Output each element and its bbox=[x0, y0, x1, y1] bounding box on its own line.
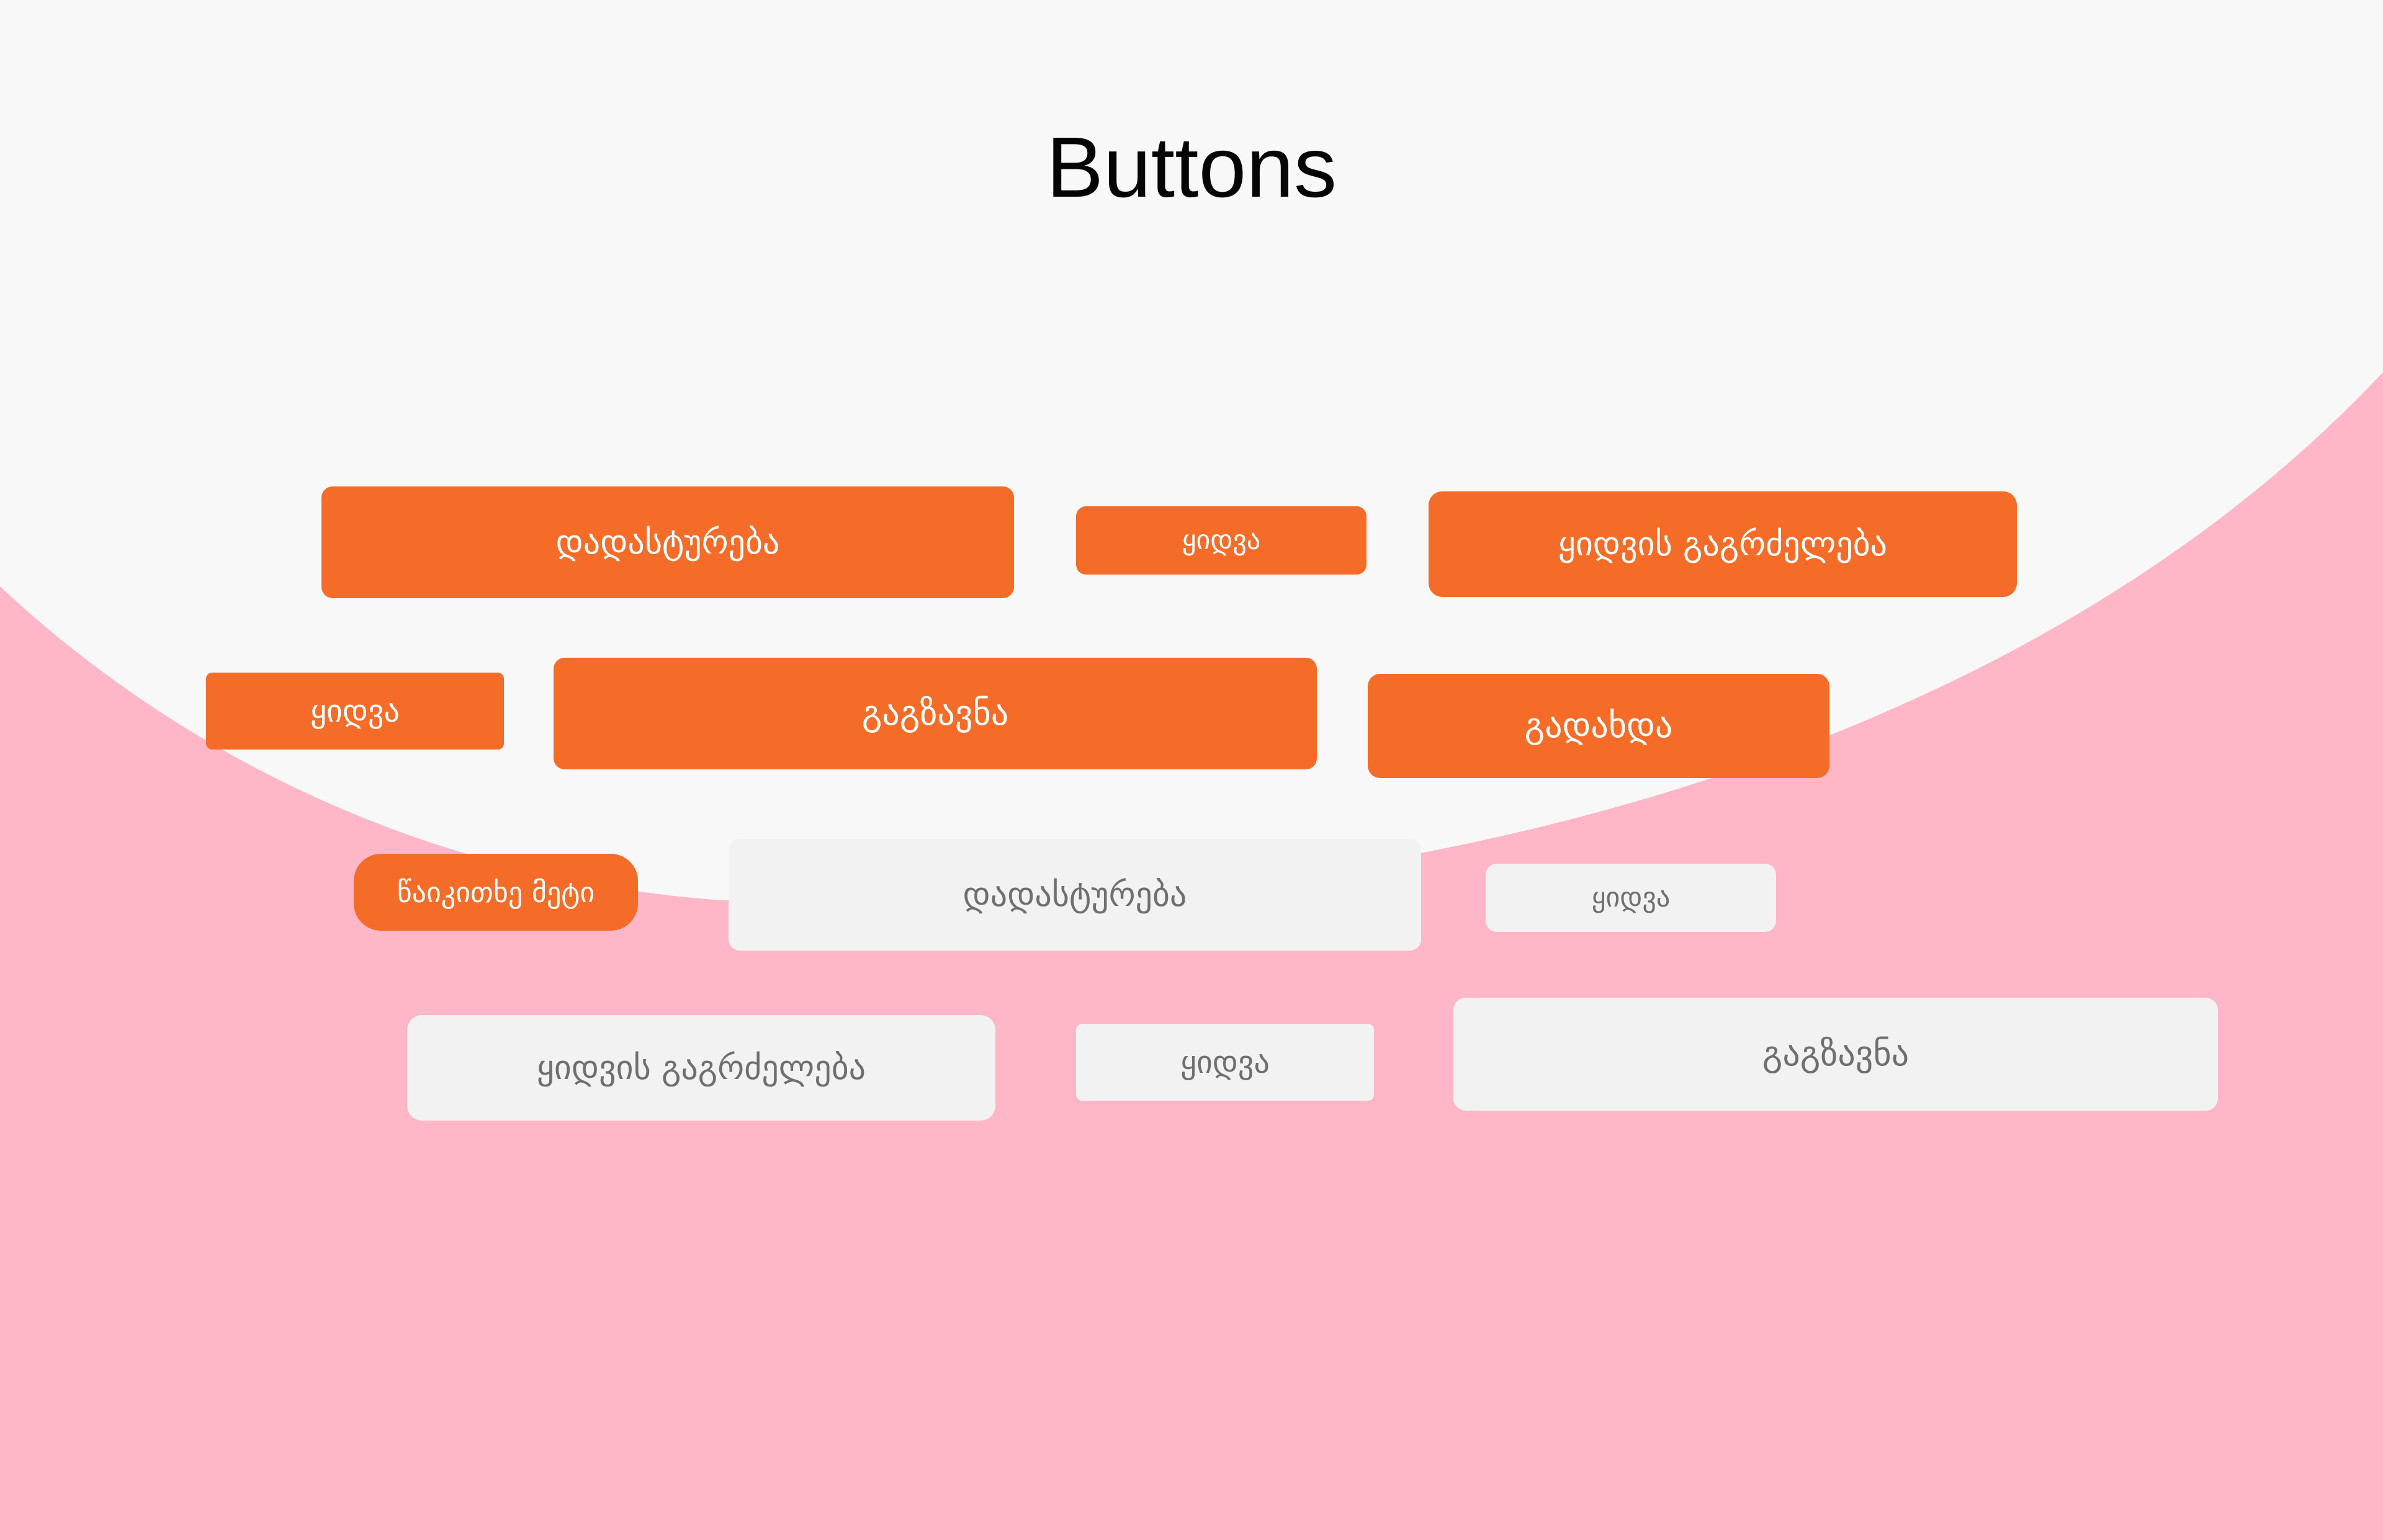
button-label: ყიდვის გაგრძელება bbox=[1558, 524, 1888, 563]
button-label: წაიკითხე მეტი bbox=[397, 875, 595, 909]
button-label: ყიდვა bbox=[310, 693, 400, 729]
button-label: გადახდა bbox=[1524, 705, 1673, 746]
continue-buying-button-secondary[interactable]: ყიდვის გაგრძელება bbox=[407, 1015, 995, 1121]
button-label: დადასტურება bbox=[963, 875, 1187, 914]
button-label: გაგზავნა bbox=[1762, 1034, 1910, 1074]
continue-buying-button-primary[interactable]: ყიდვის გაგრძელება bbox=[1429, 491, 2017, 597]
buy-button-primary-compact[interactable]: ყიდვა bbox=[206, 673, 504, 750]
page-title: Buttons bbox=[1046, 120, 1337, 215]
button-label: ყიდვის გაგრძელება bbox=[536, 1048, 866, 1087]
button-label: გაგზავნა bbox=[861, 693, 1009, 733]
confirm-button-primary-large[interactable]: დადასტურება bbox=[321, 486, 1014, 598]
button-label: დადასტურება bbox=[555, 522, 780, 562]
buy-button-primary-small[interactable]: ყიდვა bbox=[1076, 506, 1367, 575]
confirm-button-secondary[interactable]: დადასტურება bbox=[729, 839, 1421, 951]
buy-button-secondary-compact[interactable]: ყიდვა bbox=[1076, 1024, 1374, 1101]
button-label: ყიდვა bbox=[1180, 1044, 1270, 1080]
read-more-button-primary[interactable]: წაიკითხე მეტი bbox=[354, 854, 638, 931]
buy-button-secondary-small[interactable]: ყიდვა bbox=[1486, 864, 1776, 932]
send-button-secondary[interactable]: გაგზავნა bbox=[1453, 998, 2218, 1111]
pay-button-primary[interactable]: გადახდა bbox=[1368, 674, 1829, 778]
send-button-primary[interactable]: გაგზავნა bbox=[554, 658, 1317, 769]
button-label: ყიდვა bbox=[1182, 524, 1261, 556]
button-label: ყიდვა bbox=[1591, 882, 1671, 913]
